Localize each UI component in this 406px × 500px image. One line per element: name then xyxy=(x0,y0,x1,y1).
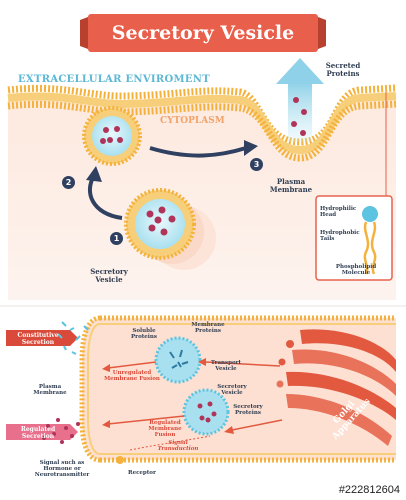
secretory-vesicle-bottom xyxy=(182,388,230,436)
cytoplasm-label: CYTOPLASM xyxy=(160,116,225,126)
soluble-proteins-label: Soluble Proteins xyxy=(131,328,157,340)
regulated-fusion-label: Regulated Membrane Fusion xyxy=(148,420,182,438)
plasma-membrane-label: Plasma Membrane xyxy=(269,177,313,194)
bottom-panel xyxy=(6,315,396,464)
regulated-secretion-label: Regulated Secretion xyxy=(20,426,56,440)
released-particles xyxy=(57,321,89,355)
phospholipid-inset xyxy=(315,92,393,281)
step-2-badge: 2 xyxy=(62,176,75,189)
secretory-vesicle-main xyxy=(124,188,216,270)
secreted-proteins-label: Secreted Proteins xyxy=(325,61,361,78)
bottom-plasma-membrane-label: Plasma Membrane xyxy=(33,384,67,396)
page-title: Secretory Vesicle xyxy=(111,22,295,44)
hydrophilic-head-label: Hydrophilic Head xyxy=(320,206,357,218)
title-banner-box: Secretory Vesicle xyxy=(88,14,318,52)
vesicle-budding xyxy=(82,106,142,166)
step-3-badge: 3 xyxy=(250,158,263,171)
secretion-arrow xyxy=(276,58,324,142)
signal-molecules xyxy=(42,418,80,444)
top-panel xyxy=(7,58,397,300)
receptor-shape xyxy=(116,456,124,464)
bottom-secretory-vesicle-label: Secretory Vesicle xyxy=(217,384,247,396)
transport-vesicle xyxy=(154,336,202,384)
signal-transduction-label: Signal Transduction xyxy=(157,440,199,452)
constitutive-banner xyxy=(6,330,78,346)
step-1-badge: 1 xyxy=(110,232,123,245)
secretory-proteins-label: Secretory Proteins xyxy=(233,404,263,416)
title-banner xyxy=(80,14,326,52)
receptor-label: Receptor xyxy=(128,470,156,476)
golgi-apparatus xyxy=(276,329,396,446)
membrane-proteins-label: Membrane Proteins xyxy=(191,322,225,334)
extracellular-label: EXTRACELLULAR ENVIROMENT xyxy=(18,74,210,85)
unregulated-fusion-label: Unregulated Membrane Fusion xyxy=(104,370,160,382)
signal-label: Signal such as Hormone or Neurotransmitt… xyxy=(34,460,90,478)
constitutive-secretion-label: Constitutive Secretion xyxy=(17,332,59,346)
regulated-banner xyxy=(6,424,78,440)
transport-vesicle-label: Transport Vesicle xyxy=(210,360,242,372)
phospholipid-molecule-label: Phospholipid Molecule xyxy=(335,264,377,276)
stock-image-id: #222812604 xyxy=(338,484,400,496)
hydrophobic-tails-label: Hydrophobic Tails xyxy=(320,230,360,242)
secretory-vesicle-label: Secretory Vesicle xyxy=(90,267,128,284)
